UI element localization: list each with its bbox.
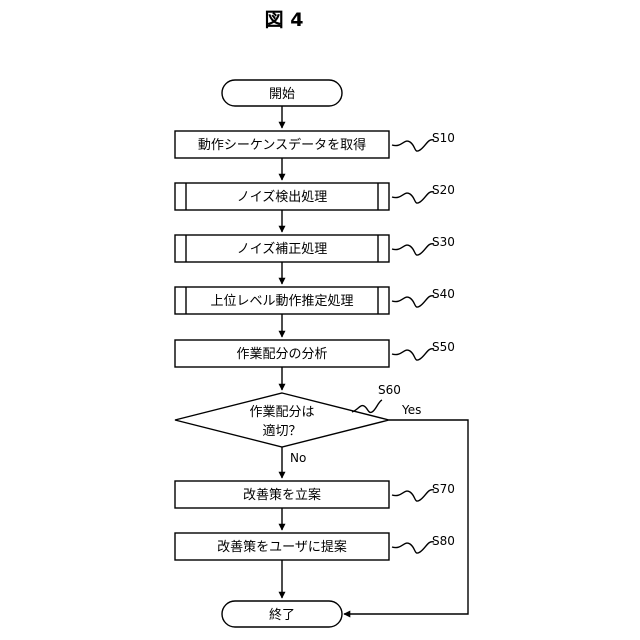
- step-s70-label: 改善策を立案: [243, 487, 321, 503]
- step-s80-box: 改善策をユーザに提案: [175, 533, 389, 560]
- leader-s80: [392, 542, 434, 553]
- branch-yes-label: Yes: [401, 403, 421, 417]
- step-s20-box: ノイズ検出処理: [175, 183, 389, 210]
- step-s30-number: S30: [432, 235, 455, 249]
- decision-s60-number: S60: [378, 383, 401, 397]
- leader-s70: [392, 490, 434, 501]
- step-s70-box: 改善策を立案: [175, 481, 389, 508]
- leader-s40: [392, 296, 434, 307]
- step-s40-box: 上位レベル動作推定処理: [175, 287, 389, 314]
- step-s50-number: S50: [432, 340, 455, 354]
- step-s40-number: S40: [432, 287, 455, 301]
- step-s10-label: 動作シーケンスデータを取得: [198, 137, 366, 153]
- step-s10-number: S10: [432, 131, 455, 145]
- leader-s10: [392, 140, 434, 151]
- end-label: 終了: [269, 607, 295, 623]
- connector-yes-end: [344, 420, 468, 614]
- step-s50-box: 作業配分の分析: [175, 340, 389, 367]
- step-s40-label: 上位レベル動作推定処理: [210, 294, 353, 309]
- leader-s30: [392, 244, 434, 255]
- step-s20-label: ノイズ検出処理: [237, 189, 328, 205]
- figure-title: 図 4: [265, 9, 304, 31]
- decision-s60-label-line2: 適切？: [262, 423, 301, 439]
- leader-s20: [392, 192, 434, 203]
- step-s20-number: S20: [432, 183, 455, 197]
- step-s10-box: 動作シーケンスデータを取得: [175, 131, 389, 158]
- step-s30-label: ノイズ補正処理: [237, 241, 328, 257]
- leader-s50: [392, 349, 434, 360]
- step-s80-number: S80: [432, 534, 455, 548]
- step-s80-label: 改善策をユーザに提案: [217, 539, 347, 555]
- decision-s60-label-line1: 作業配分は: [249, 404, 314, 420]
- start-terminator: 開始: [222, 80, 342, 106]
- branch-no-label: No: [290, 451, 306, 465]
- decision-s60: 作業配分は 適切？: [175, 393, 389, 447]
- start-label: 開始: [269, 87, 295, 102]
- step-s30-box: ノイズ補正処理: [175, 235, 389, 262]
- step-s70-number: S70: [432, 482, 455, 496]
- step-s50-label: 作業配分の分析: [236, 346, 327, 362]
- leader-s60: [352, 400, 382, 412]
- end-terminator: 終了: [222, 601, 342, 627]
